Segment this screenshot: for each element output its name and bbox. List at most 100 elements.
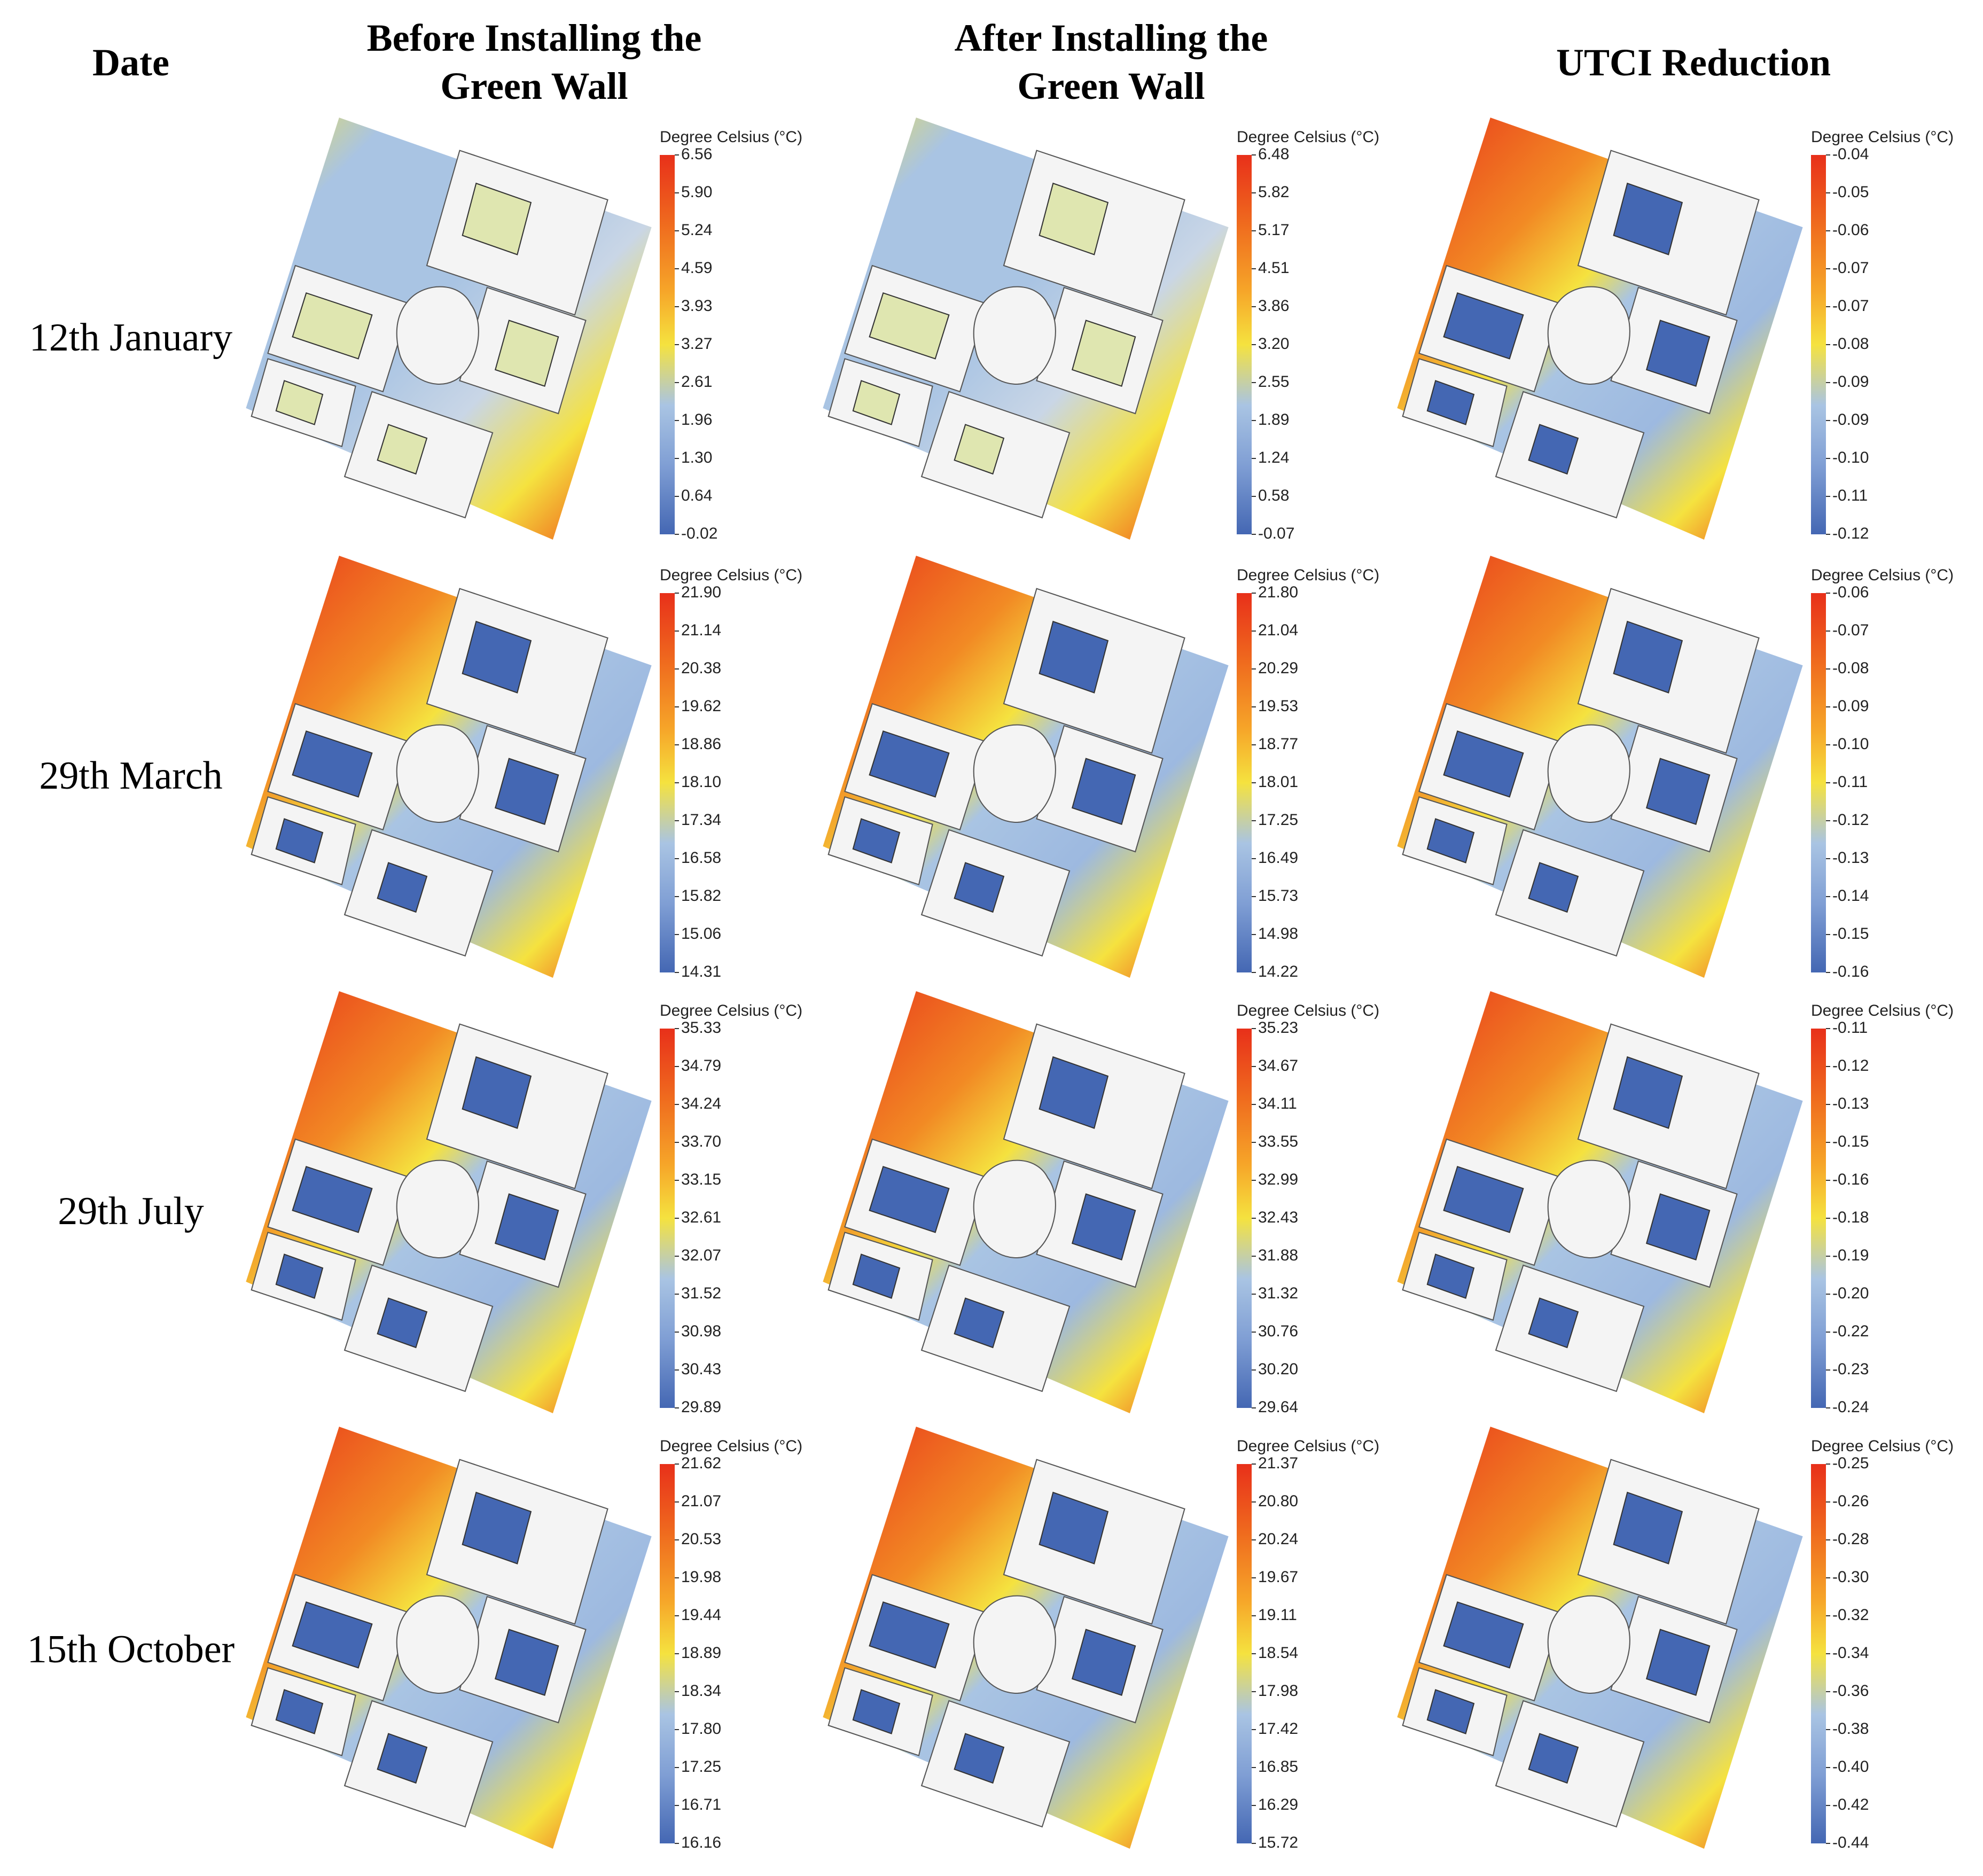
legend-tick-mark bbox=[675, 534, 679, 535]
building-footprint bbox=[275, 380, 324, 425]
row-date-label: 29th March bbox=[39, 754, 223, 798]
legend-tick-mark bbox=[1252, 858, 1256, 859]
legend-tick-label: 34.79 bbox=[681, 1057, 722, 1075]
legend-tick-label: 3.20 bbox=[1258, 335, 1290, 353]
legend-tick-mark bbox=[675, 1369, 679, 1371]
legend-color-bar bbox=[660, 593, 675, 972]
legend-tick-label: -0.08 bbox=[1832, 659, 1869, 677]
row-date-label: 15th October bbox=[27, 1628, 235, 1671]
legend-tick-mark bbox=[1826, 1767, 1830, 1768]
legend-tick-label: 21.14 bbox=[681, 621, 722, 639]
building-footprint bbox=[494, 1193, 559, 1261]
legend-tick-mark bbox=[1826, 1653, 1830, 1654]
legend-tick-label: 29.89 bbox=[681, 1398, 722, 1416]
round-building bbox=[396, 1159, 479, 1259]
legend-tick-mark bbox=[675, 1729, 679, 1730]
legend-tick-mark bbox=[675, 706, 679, 707]
legend-tick-mark bbox=[675, 1843, 679, 1844]
legend-tick-mark bbox=[1826, 1843, 1830, 1844]
legend-tick-label: -0.14 bbox=[1832, 887, 1869, 905]
legend-tick-mark bbox=[1252, 1729, 1256, 1730]
legend-tick-mark bbox=[1826, 306, 1830, 307]
legend-tick-mark bbox=[675, 1028, 679, 1029]
legend-tick-label: 19.98 bbox=[681, 1568, 722, 1586]
legend-tick-label: -0.16 bbox=[1832, 963, 1869, 980]
legend-tick-label: 35.23 bbox=[1258, 1019, 1299, 1037]
legend-tick-mark bbox=[1252, 1501, 1256, 1503]
round-building bbox=[973, 1159, 1056, 1259]
legend-tick-label: 19.53 bbox=[1258, 697, 1299, 715]
legend-color-bar bbox=[1237, 155, 1252, 534]
legend-tick-mark bbox=[1252, 668, 1256, 670]
legend-tick-label: -0.06 bbox=[1832, 221, 1869, 239]
legend-tick-label: -0.16 bbox=[1832, 1171, 1869, 1188]
legend-tick-mark bbox=[1252, 630, 1256, 632]
building-footprint bbox=[1528, 424, 1579, 475]
legend-tick-mark bbox=[675, 1066, 679, 1067]
legend-tick-mark bbox=[675, 1218, 679, 1219]
utci-map bbox=[823, 1427, 1229, 1849]
legend-tick-label: 32.43 bbox=[1258, 1209, 1299, 1226]
legend-tick-mark bbox=[1826, 858, 1830, 859]
legend-tick-mark bbox=[1252, 1464, 1256, 1465]
utci-map bbox=[246, 556, 652, 978]
legend-tick-mark bbox=[1826, 630, 1830, 632]
legend-tick-label: 15.82 bbox=[681, 887, 722, 905]
legend-tick-label: -0.36 bbox=[1832, 1682, 1869, 1700]
legend-tick-mark bbox=[1826, 896, 1830, 897]
legend-tick-mark bbox=[675, 1332, 679, 1333]
legend-tick-label: 0.64 bbox=[681, 487, 713, 504]
legend-tick-label: 3.93 bbox=[681, 297, 713, 315]
legend-tick-label: 17.25 bbox=[1258, 811, 1299, 829]
legend-tick-mark bbox=[1826, 192, 1830, 193]
building-footprint bbox=[869, 292, 950, 360]
legend-tick-mark bbox=[675, 230, 679, 231]
legend-tick-label: 2.61 bbox=[681, 373, 713, 391]
legend-tick-label: 21.80 bbox=[1258, 583, 1299, 601]
legend-tick-label: -0.20 bbox=[1832, 1285, 1869, 1302]
legend-color-bar bbox=[660, 1464, 675, 1843]
legend-tick-label: -0.15 bbox=[1832, 1133, 1869, 1150]
legend-tick-label: 16.49 bbox=[1258, 849, 1299, 867]
building-footprint bbox=[494, 320, 559, 387]
legend-tick-label: 18.89 bbox=[681, 1644, 722, 1662]
legend-tick-label: 35.33 bbox=[681, 1019, 722, 1037]
round-building bbox=[1547, 1159, 1630, 1259]
legend-tick-label: -0.26 bbox=[1832, 1492, 1869, 1510]
legend-tick-label: -0.04 bbox=[1832, 145, 1869, 163]
legend-tick-label: 17.34 bbox=[681, 811, 722, 829]
legend-tick-mark bbox=[675, 1464, 679, 1465]
legend-tick-mark bbox=[675, 154, 679, 155]
building-footprint bbox=[869, 1166, 950, 1233]
legend-color-bar bbox=[1237, 593, 1252, 972]
building-footprint bbox=[1645, 758, 1711, 826]
building-footprint bbox=[462, 1491, 532, 1564]
legend-tick-mark bbox=[1826, 1577, 1830, 1578]
legend-tick-label: -0.22 bbox=[1832, 1322, 1869, 1340]
legend-tick-label: -0.24 bbox=[1832, 1398, 1869, 1416]
legend-tick-label: -0.07 bbox=[1258, 525, 1295, 542]
building-footprint bbox=[954, 862, 1005, 913]
building-footprint bbox=[852, 818, 901, 863]
legend-tick-mark bbox=[675, 268, 679, 269]
utci-map bbox=[246, 991, 652, 1413]
legend-tick-mark bbox=[1252, 1615, 1256, 1616]
legend-tick-mark bbox=[675, 1615, 679, 1616]
legend-tick-mark bbox=[675, 306, 679, 307]
legend-tick-label: 30.20 bbox=[1258, 1360, 1299, 1378]
legend-tick-mark bbox=[1252, 1805, 1256, 1806]
legend-tick-mark bbox=[1826, 1805, 1830, 1806]
building-footprint bbox=[1613, 1491, 1683, 1564]
legend-tick-label: 34.67 bbox=[1258, 1057, 1299, 1075]
legend-color-bar bbox=[1237, 1029, 1252, 1408]
legend-tick-mark bbox=[675, 858, 679, 859]
legend-tick-mark bbox=[1826, 496, 1830, 497]
legend-title: Degree Celsius (°C) bbox=[660, 566, 803, 584]
legend-tick-label: -0.42 bbox=[1832, 1796, 1869, 1813]
legend-tick-label: 20.80 bbox=[1258, 1492, 1299, 1510]
legend-tick-mark bbox=[675, 1180, 679, 1181]
legend-tick-mark bbox=[1252, 1407, 1256, 1408]
legend-tick-mark bbox=[1252, 344, 1256, 345]
utci-map bbox=[823, 991, 1229, 1413]
legend-tick-label: 21.90 bbox=[681, 583, 722, 601]
